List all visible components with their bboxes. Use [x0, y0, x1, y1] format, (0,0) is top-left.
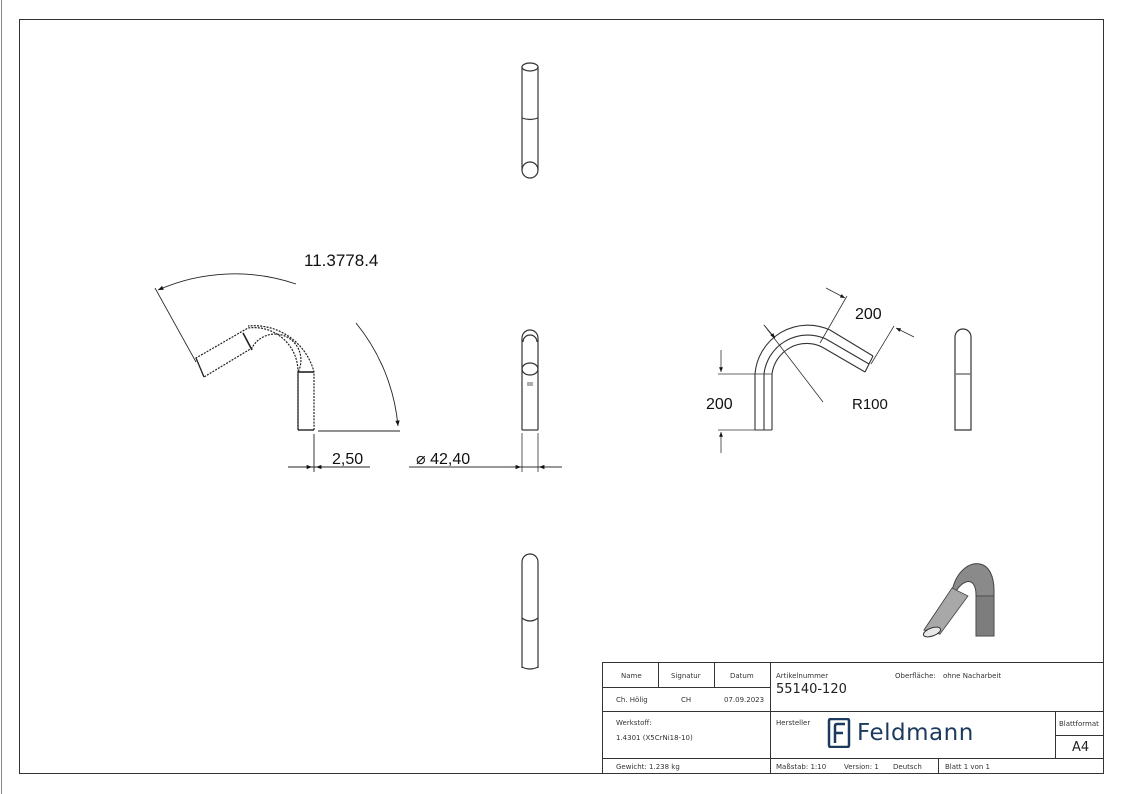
divider — [658, 663, 659, 688]
feldmann-logo: Feldmann — [827, 718, 974, 748]
sprache: Deutsch — [893, 763, 922, 771]
oberflaeche-label: Oberfläche: — [895, 672, 936, 680]
artikelnummer-value: 55140-120 — [776, 682, 847, 697]
name-value: Ch. Hölig — [616, 696, 648, 704]
bend-angle-label: 11.3778.4 — [304, 251, 378, 270]
gewicht: Gewicht: 1.238 kg — [616, 763, 680, 771]
wall-thickness-label: 2,50 — [332, 451, 363, 468]
drawing-frame — [19, 19, 1104, 774]
divider — [603, 758, 1104, 759]
oberflaeche-value: ohne Nacharbeit — [943, 672, 1002, 680]
signatur-value: CH — [681, 696, 692, 704]
werkstoff-value: 1.4301 (X5CrNi18-10) — [616, 734, 693, 742]
divider — [938, 758, 939, 774]
right-view — [954, 328, 972, 431]
diagonal-length-label: 200 — [855, 306, 882, 323]
artikelnummer-label: Artikelnummer — [776, 672, 829, 680]
blattformat-label: Blattformat — [1059, 720, 1099, 728]
bottom-view — [521, 553, 539, 670]
divider — [603, 711, 1104, 712]
datum-header: Datum — [730, 672, 754, 680]
blattformat-value: A4 — [1072, 740, 1090, 755]
werkstoff-label: Werkstoff: — [616, 719, 652, 727]
signatur-header: Signatur — [671, 672, 701, 680]
version: Version: 1 — [844, 763, 879, 771]
isometric-view — [922, 563, 995, 638]
blatt: Blatt 1 von 1 — [945, 763, 990, 771]
bend-radius-label: R100 — [852, 396, 888, 413]
divider — [1055, 711, 1056, 758]
divider — [1055, 735, 1104, 736]
massstab: Maßstab: 1:10 — [776, 763, 827, 771]
feldmann-logo-text: Feldmann — [857, 720, 974, 746]
divider — [770, 663, 771, 774]
datum-value: 07.09.2023 — [724, 696, 765, 704]
feldmann-logo-icon — [827, 718, 851, 748]
section-view-left — [154, 273, 400, 472]
title-block: Name Signatur Datum Ch. Hölig CH 07.09.2… — [602, 662, 1104, 774]
page-edge-line — [1, 0, 2, 794]
top-view — [521, 62, 539, 179]
divider — [714, 663, 715, 688]
front-view-center — [409, 329, 562, 472]
name-header: Name — [621, 672, 642, 680]
divider — [603, 687, 770, 688]
diameter-label: ⌀ 42,40 — [416, 451, 470, 468]
vertical-length-label: 200 — [706, 396, 733, 413]
side-view-right — [718, 287, 915, 453]
hersteller-label: Hersteller — [776, 719, 811, 727]
